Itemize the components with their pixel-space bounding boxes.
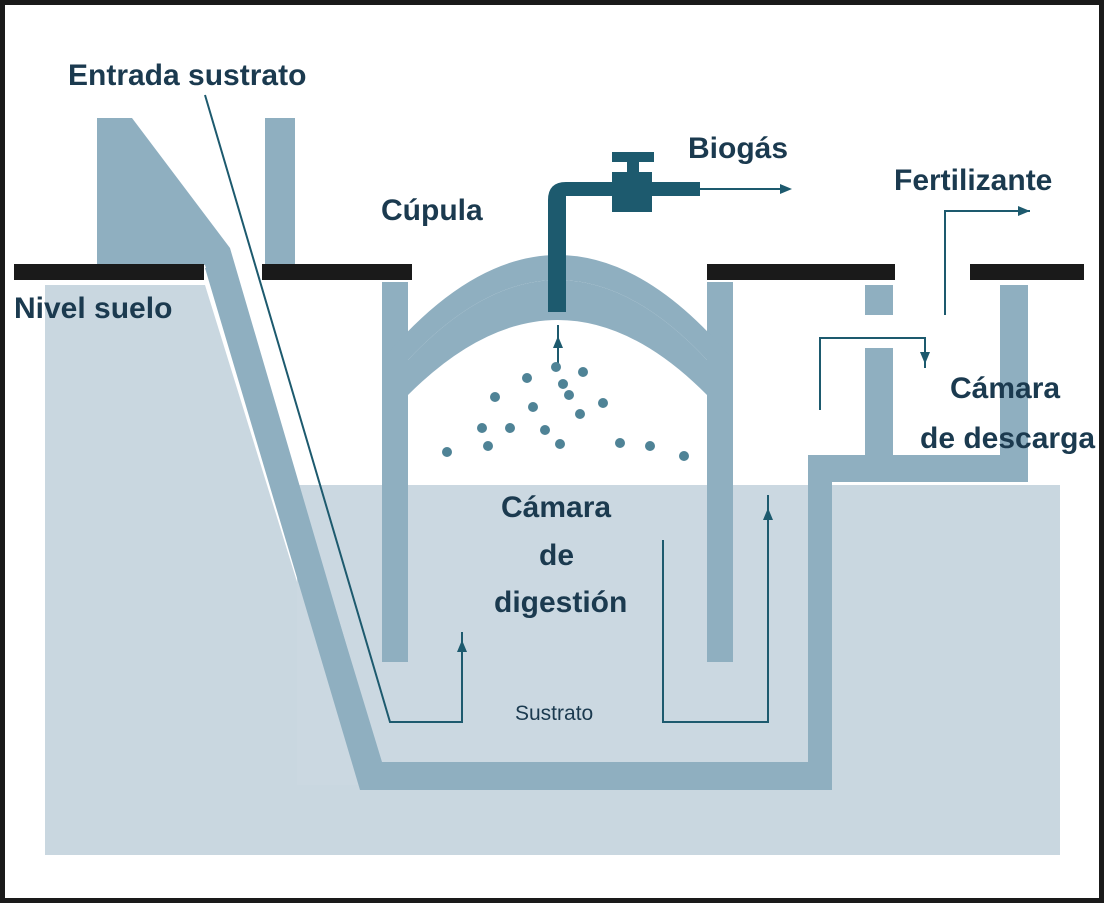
substrate-liquid-body — [297, 485, 830, 785]
inlet-post — [265, 118, 295, 268]
ground-line-4 — [970, 264, 1084, 280]
fertilizer-arrow-icon — [1018, 206, 1030, 216]
label-fertilizante: Fertilizante — [894, 164, 1052, 197]
discharge-down-arrow-icon — [920, 352, 930, 364]
ground-line-1 — [14, 264, 204, 280]
gas-bubbles — [442, 362, 689, 461]
label-camara-descarga-2: de descarga — [920, 422, 1095, 455]
label-entrada-sustrato: Entrada sustrato — [68, 59, 306, 92]
biogas-arrow-icon — [780, 184, 792, 194]
label-camara-digestion-1: Cámara — [501, 491, 611, 524]
label-biogas: Biogás — [688, 132, 788, 165]
label-camara-descarga-1: Cámara — [950, 372, 1060, 405]
biogas-valve-handle — [612, 152, 654, 162]
gas-up-arrow-icon — [553, 336, 563, 348]
outlet-up-arrow-icon — [763, 508, 773, 520]
biogas-valve-stem — [627, 160, 639, 174]
discharge-post-top — [865, 285, 893, 315]
tank-wall — [205, 268, 1028, 790]
discharge-post — [865, 348, 893, 456]
dome-arch-outer — [382, 255, 733, 360]
ground-line-3 — [707, 264, 895, 280]
label-camara-digestion-3: digestión — [494, 586, 627, 619]
inlet-up-arrow-icon — [457, 640, 467, 652]
dome-arch — [408, 280, 707, 395]
fertilizer-flow-line — [944, 210, 1030, 315]
outlet-flow-line — [662, 495, 769, 723]
label-camara-digestion-2: de — [539, 539, 574, 572]
flow-arrows — [457, 184, 1030, 652]
label-sustrato: Sustrato — [515, 702, 593, 725]
inlet-flow-line — [204, 94, 463, 723]
biogas-pipe — [548, 182, 700, 312]
label-cupula: Cúpula — [381, 194, 483, 227]
biodigester-diagram: Entrada sustrato Nivel suelo Cúpula Biog… — [14, 59, 1095, 855]
flow-lines — [204, 94, 1030, 723]
biogas-valve — [612, 172, 652, 212]
ground-line-2 — [262, 264, 412, 280]
label-nivel-suelo: Nivel suelo — [14, 292, 172, 325]
